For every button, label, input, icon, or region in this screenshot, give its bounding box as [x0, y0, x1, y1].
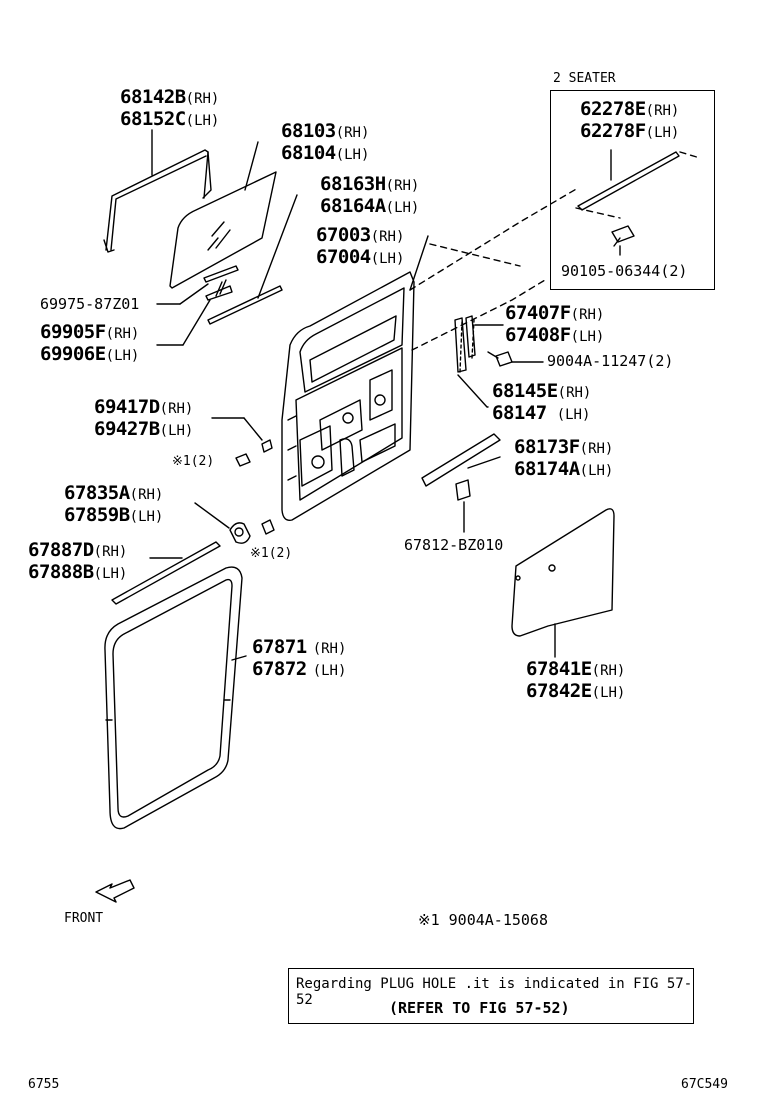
label-69906e: 69906E(LH)	[40, 343, 140, 365]
leader-68163	[257, 194, 298, 299]
clip-drawing	[235, 439, 273, 467]
label-69417d: 69417D(RH)	[94, 396, 194, 418]
front-arrow-icon	[95, 879, 135, 903]
door-weatherstrip-drawing	[104, 566, 243, 830]
label-68145e: 68145E(RH)	[492, 380, 592, 402]
label-mark1-b: ※1(2)	[250, 546, 293, 561]
label-68147: 68147(LH)	[492, 402, 591, 424]
label-67888b: 67888B(LH)	[28, 561, 128, 583]
label-67841e: 67841E(RH)	[526, 658, 626, 680]
label-67871: 67871(RH)	[252, 636, 347, 658]
dashed-connection	[409, 151, 701, 351]
label-67835a: 67835A(RH)	[64, 482, 164, 504]
note-line-1: Regarding PLUG HOLE .it is indicated in …	[296, 976, 693, 1008]
glass-channel-drawing	[203, 265, 239, 301]
note-box: Regarding PLUG HOLE .it is indicated in …	[288, 968, 694, 1024]
run-channel-drawing	[103, 149, 212, 253]
label-68142b: 68142B(RH)	[120, 86, 220, 108]
leader-69975b	[179, 283, 209, 305]
lower-strip-drawing	[421, 433, 501, 501]
label-67407f: 67407F(RH)	[505, 302, 605, 324]
page-id-right: 67C549	[681, 1077, 728, 1092]
label-67887d: 67887D(RH)	[28, 539, 128, 561]
label-62278f: 62278F(LH)	[580, 120, 680, 142]
leader-68145	[457, 374, 489, 408]
label-68104: 68104(LH)	[281, 142, 370, 164]
front-label: FRONT	[64, 911, 104, 926]
footnote: ※1 9004A-15068	[418, 911, 548, 929]
leader-69417b	[243, 417, 263, 441]
label-69975: 69975-87Z01	[40, 295, 140, 313]
label-69905f: 69905F(RH)	[40, 321, 140, 343]
label-67859b: 67859B(LH)	[64, 504, 164, 526]
label-mark1-a: ※1(2)	[172, 454, 215, 469]
label-62278e: 62278E(RH)	[580, 98, 680, 120]
label-68173f: 68173F(RH)	[514, 436, 614, 458]
label-68163h: 68163H(RH)	[320, 173, 420, 195]
hinge-cover-drawing	[229, 519, 275, 544]
sill-strip-drawing	[111, 541, 221, 605]
door-panel-drawing	[281, 271, 415, 521]
label-67004: 67004(LH)	[316, 246, 405, 268]
label-9004a-11247: 9004A-11247(2)	[547, 352, 674, 370]
leader-68103	[244, 141, 259, 191]
door-glass-drawing	[169, 171, 277, 289]
leader-69905b	[182, 299, 211, 346]
seater-rod-drawing	[577, 151, 680, 247]
label-68164a: 68164A(LH)	[320, 195, 420, 217]
leader-67835	[194, 502, 230, 529]
label-68152c: 68152C(LH)	[120, 108, 220, 130]
hole-cover-drawing	[511, 508, 615, 637]
label-90105: 90105-06344(2)	[561, 262, 688, 280]
label-67872: 67872(LH)	[252, 658, 347, 680]
note-line-2: (REFER TO FIG 57-52)	[389, 999, 570, 1017]
label-67842e: 67842E(LH)	[526, 680, 626, 702]
leader-67003	[409, 235, 429, 291]
label-67003: 67003(RH)	[316, 224, 405, 246]
label-68103: 68103(RH)	[281, 120, 370, 142]
label-69427b: 69427B(LH)	[94, 418, 194, 440]
weatherstrip-inner-drawing	[207, 285, 283, 325]
leader-67871	[231, 655, 247, 661]
dashed-bracket	[459, 319, 475, 373]
label-67408f: 67408F(LH)	[505, 324, 605, 346]
label-68174a: 68174A(LH)	[514, 458, 614, 480]
seater-box-title: 2 SEATER	[553, 71, 616, 86]
label-67812: 67812-BZ010	[404, 536, 504, 554]
leader-68173	[467, 456, 501, 469]
seater-box	[550, 90, 715, 290]
page-id-left: 6755	[28, 1077, 60, 1092]
